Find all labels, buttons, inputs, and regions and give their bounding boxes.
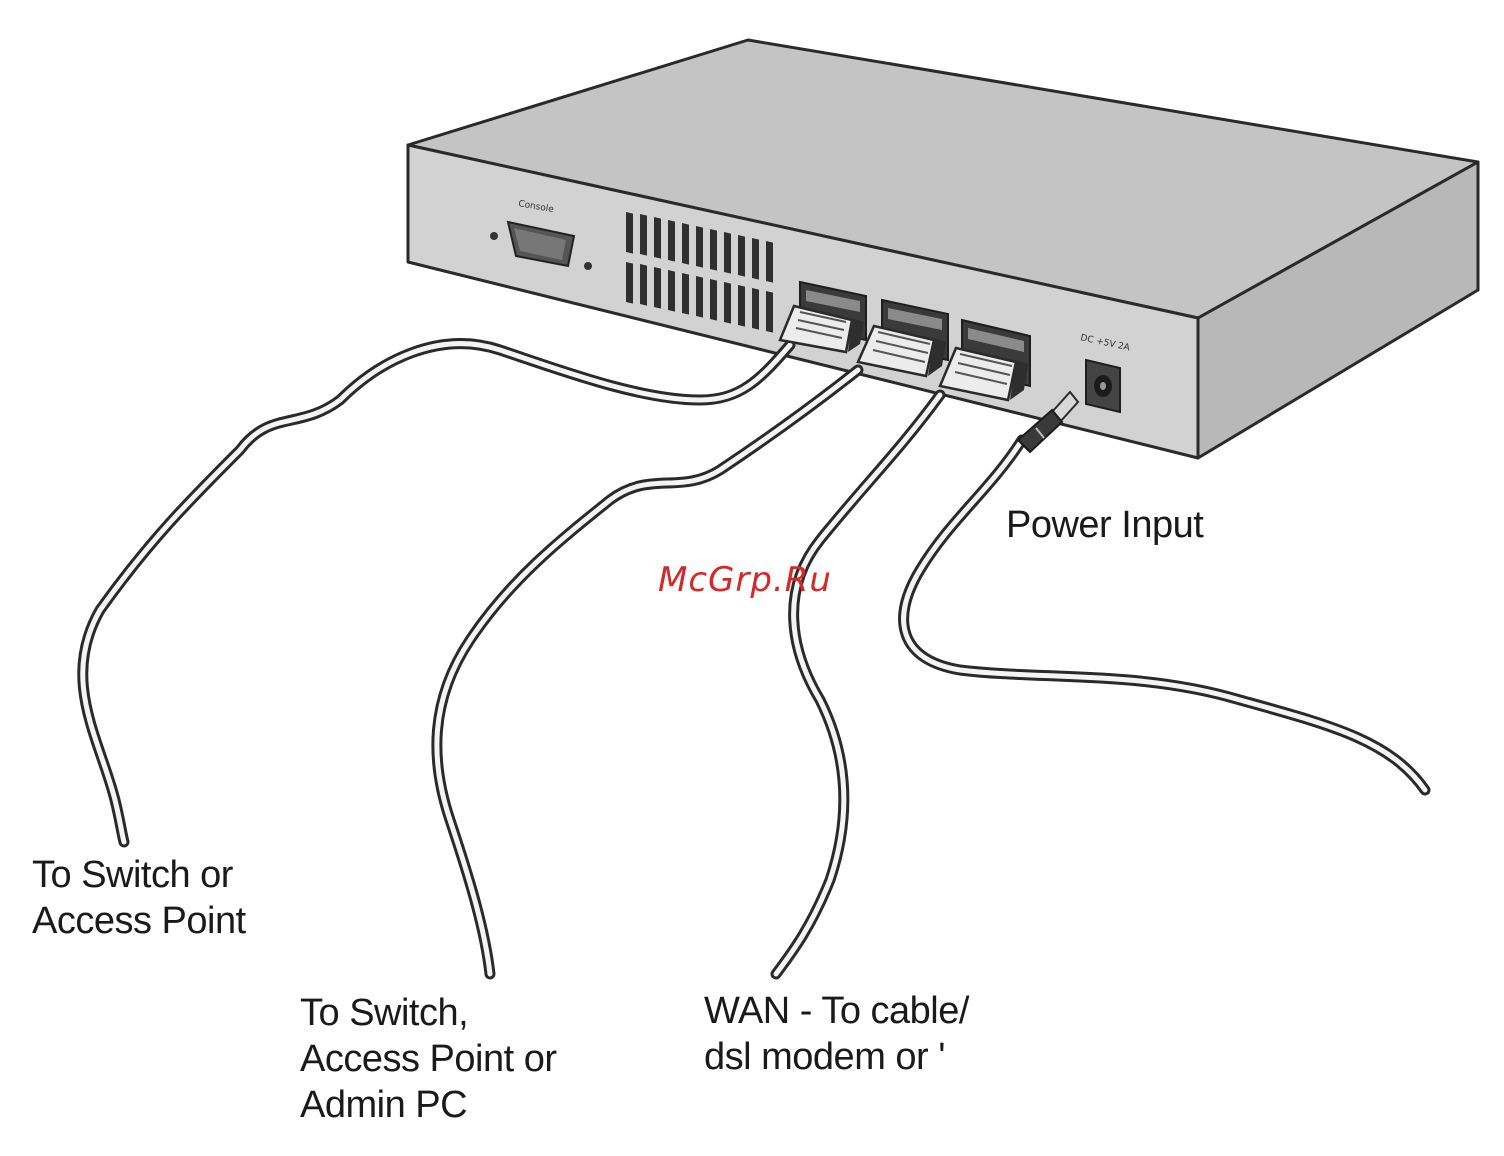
power-input-label: Power Input (1006, 502, 1203, 548)
watermark-text: McGrp.Ru (658, 560, 832, 600)
power-jack (1086, 360, 1120, 412)
wan-label-line2: dsl modem or ' (704, 1034, 945, 1080)
lan2-label-line2: Access Point or (300, 1036, 557, 1082)
cable-lan2 (437, 370, 858, 974)
wan-label-line1: WAN - To cable/ (704, 988, 969, 1034)
lan2-label-line3: Admin PC (300, 1082, 467, 1128)
lan1-label-line2: Access Point (32, 898, 246, 944)
lan1-label-line1: To Switch or (32, 852, 233, 898)
cable-wan (776, 395, 940, 974)
lan2-label-line1: To Switch, (300, 990, 468, 1036)
